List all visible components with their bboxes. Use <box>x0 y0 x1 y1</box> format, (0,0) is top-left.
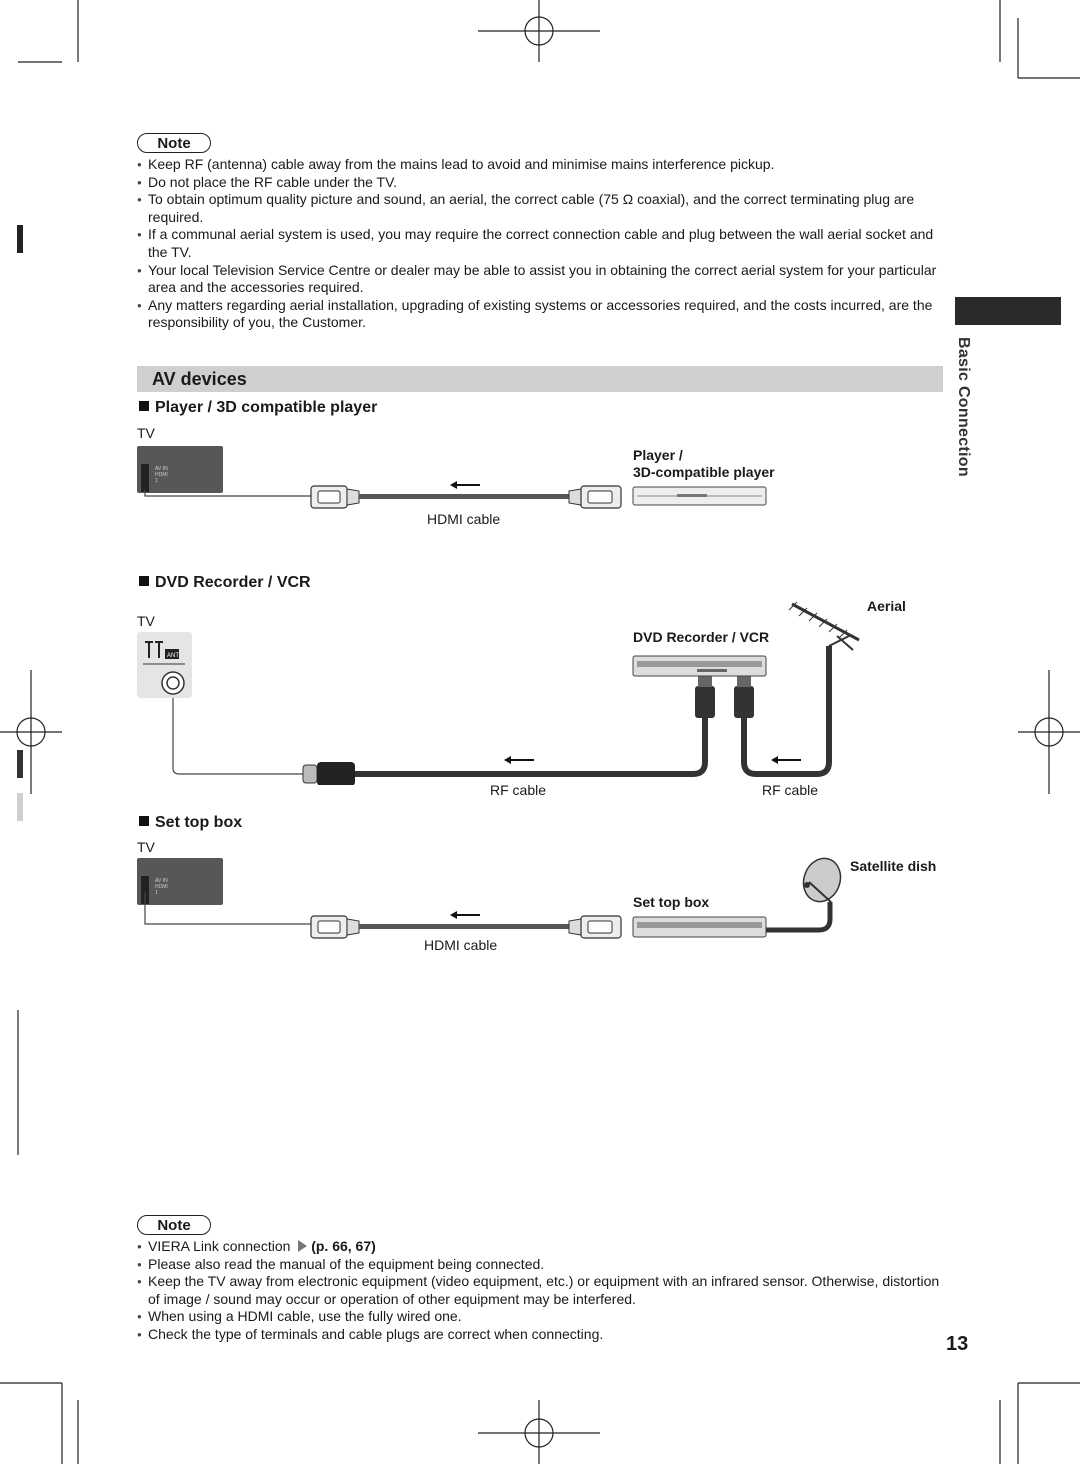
aerial-label: Aerial <box>867 598 906 614</box>
hdmi-plug-icon <box>568 485 622 509</box>
arrow-left-icon <box>450 481 480 489</box>
rf-cable-label: RF cable <box>490 782 547 798</box>
satellite-dish-label: Satellite dish <box>850 858 937 874</box>
note-label-bottom: Note <box>137 1215 211 1235</box>
section-title: AV devices <box>137 366 943 392</box>
page-reference[interactable]: (p. 66, 67) <box>311 1238 376 1254</box>
player-device-label: Player / 3D-compatible player <box>633 447 775 480</box>
note-item: Your local Television Service Centre or … <box>137 262 947 297</box>
note-item: Please also read the manual of the equip… <box>137 1256 947 1274</box>
aerial-icon <box>788 601 860 651</box>
dvd-recorder-icon <box>632 655 767 677</box>
note-item: If a communal aerial system is used, you… <box>137 226 947 261</box>
note-item: Any matters regarding aerial installatio… <box>137 297 947 332</box>
set-top-box-icon <box>632 916 767 938</box>
stb-device-label: Set top box <box>633 894 710 910</box>
rf-plug-icon <box>302 762 355 785</box>
note-item: Keep the TV away from electronic equipme… <box>137 1273 947 1308</box>
viera-link-item: VIERA Link connection (p. 66, 67) <box>137 1238 947 1256</box>
note-item: Do not place the RF cable under the TV. <box>137 174 947 192</box>
dvd-heading: DVD Recorder / VCR <box>139 574 311 592</box>
page-number: 13 <box>946 1333 969 1355</box>
hdmi-plug-icon <box>310 915 360 939</box>
ant-port-label: ANT <box>167 653 179 659</box>
satellite-dish-icon <box>802 857 842 903</box>
tv-hdmi-panel: AV IN HDMI 1 <box>137 446 223 493</box>
tv-label: TV <box>137 613 155 629</box>
panel-port-label: AV IN HDMI 1 <box>155 466 168 484</box>
antenna-icon <box>143 641 185 665</box>
player-heading: Player / 3D compatible player <box>139 399 377 417</box>
arrow-left-icon <box>771 756 801 764</box>
stb-heading: Set top box <box>139 814 242 832</box>
note-label-top: Note <box>137 133 211 153</box>
arrow-right-icon <box>298 1240 308 1252</box>
tv-hdmi-panel: AV IN HDMI 1 <box>137 858 223 905</box>
side-section-label: Basic Connection <box>955 337 972 477</box>
note-item: Keep RF (antenna) cable away from the ma… <box>137 156 947 174</box>
note-item: To obtain optimum quality picture and so… <box>137 191 947 226</box>
arrow-left-icon <box>450 911 480 919</box>
arrow-left-icon <box>504 756 534 764</box>
stb-hdmi-diagram <box>144 857 842 939</box>
hdmi-cable-label: HDMI cable <box>427 511 501 527</box>
hdmi-plug-icon <box>310 485 360 509</box>
rf-plug-icon <box>734 674 754 718</box>
note-list-bottom: VIERA Link connection (p. 66, 67) Please… <box>137 1238 947 1344</box>
player-hdmi-diagram <box>144 481 767 509</box>
player-device-icon <box>632 486 767 506</box>
tv-label: TV <box>137 839 155 855</box>
tv-label: TV <box>137 425 155 441</box>
side-tab-marker <box>955 297 1061 325</box>
note-list-top: Keep RF (antenna) cable away from the ma… <box>137 156 947 332</box>
rf-cable-label: RF cable <box>762 782 819 798</box>
note-item: Check the type of terminals and cable pl… <box>137 1326 947 1344</box>
hdmi-plug-icon <box>568 915 622 939</box>
panel-port-label: AV IN HDMI 1 <box>155 878 168 896</box>
dvd-device-label: DVD Recorder / VCR <box>633 629 770 645</box>
hdmi-cable-label: HDMI cable <box>424 937 498 953</box>
dvd-rf-diagram: ANT <box>137 601 860 785</box>
rf-plug-icon <box>695 674 715 718</box>
note-item: When using a HDMI cable, use the fully w… <box>137 1308 947 1326</box>
